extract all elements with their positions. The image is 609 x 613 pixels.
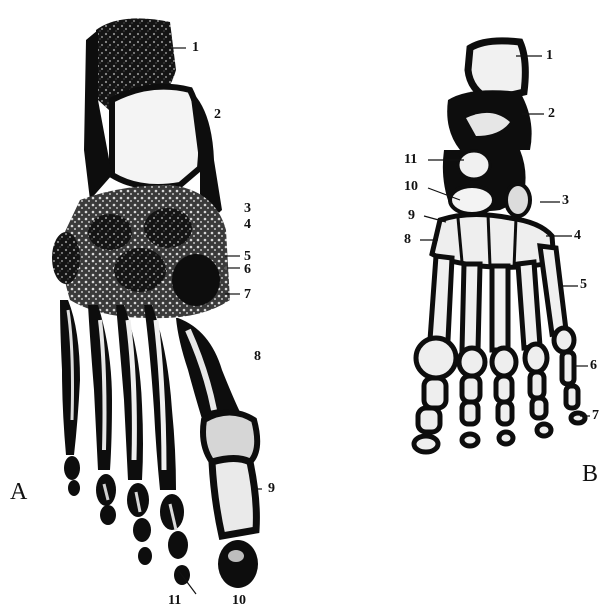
panel-b-label-9: 9 bbox=[408, 209, 415, 223]
panel-b-label-7: 7 bbox=[592, 409, 599, 423]
panel-a-label-6: 6 bbox=[244, 263, 251, 277]
panel-b-label-8: 8 bbox=[404, 233, 411, 247]
digit-3-a bbox=[116, 305, 152, 565]
phalanges-b bbox=[414, 328, 585, 452]
panel-a-letter: A bbox=[10, 480, 27, 504]
talus-bone-a bbox=[112, 87, 201, 187]
panel-b-label-5: 5 bbox=[580, 278, 587, 292]
digit-4-a bbox=[88, 305, 116, 525]
panel-b-label-6: 6 bbox=[590, 359, 597, 373]
panel-a-label-11: 11 bbox=[168, 594, 181, 608]
panel-a-label-8: 8 bbox=[254, 350, 261, 364]
digit-1-hallux-a bbox=[176, 318, 258, 588]
digit-5-a bbox=[60, 300, 80, 496]
panel-b-letter: B bbox=[582, 462, 598, 486]
panel-a-label-10: 10 bbox=[232, 594, 246, 608]
panel-b-label-1: 1 bbox=[546, 49, 553, 63]
panel-a-label-3: 3 bbox=[244, 202, 251, 216]
panel-b-label-11: 11 bbox=[404, 153, 417, 167]
panel-a-label-1: 1 bbox=[192, 41, 199, 55]
panel-a-label-9: 9 bbox=[268, 482, 275, 496]
panel-a-label-7: 7 bbox=[244, 288, 251, 302]
panel-a-label-4: 4 bbox=[244, 218, 251, 232]
panel-a-label-2: 2 bbox=[214, 108, 221, 122]
panel-b-label-4: 4 bbox=[574, 229, 581, 243]
panel-b-label-3: 3 bbox=[562, 194, 569, 208]
panel-b-label-2: 2 bbox=[548, 107, 555, 121]
panel-b-label-10: 10 bbox=[404, 180, 418, 194]
